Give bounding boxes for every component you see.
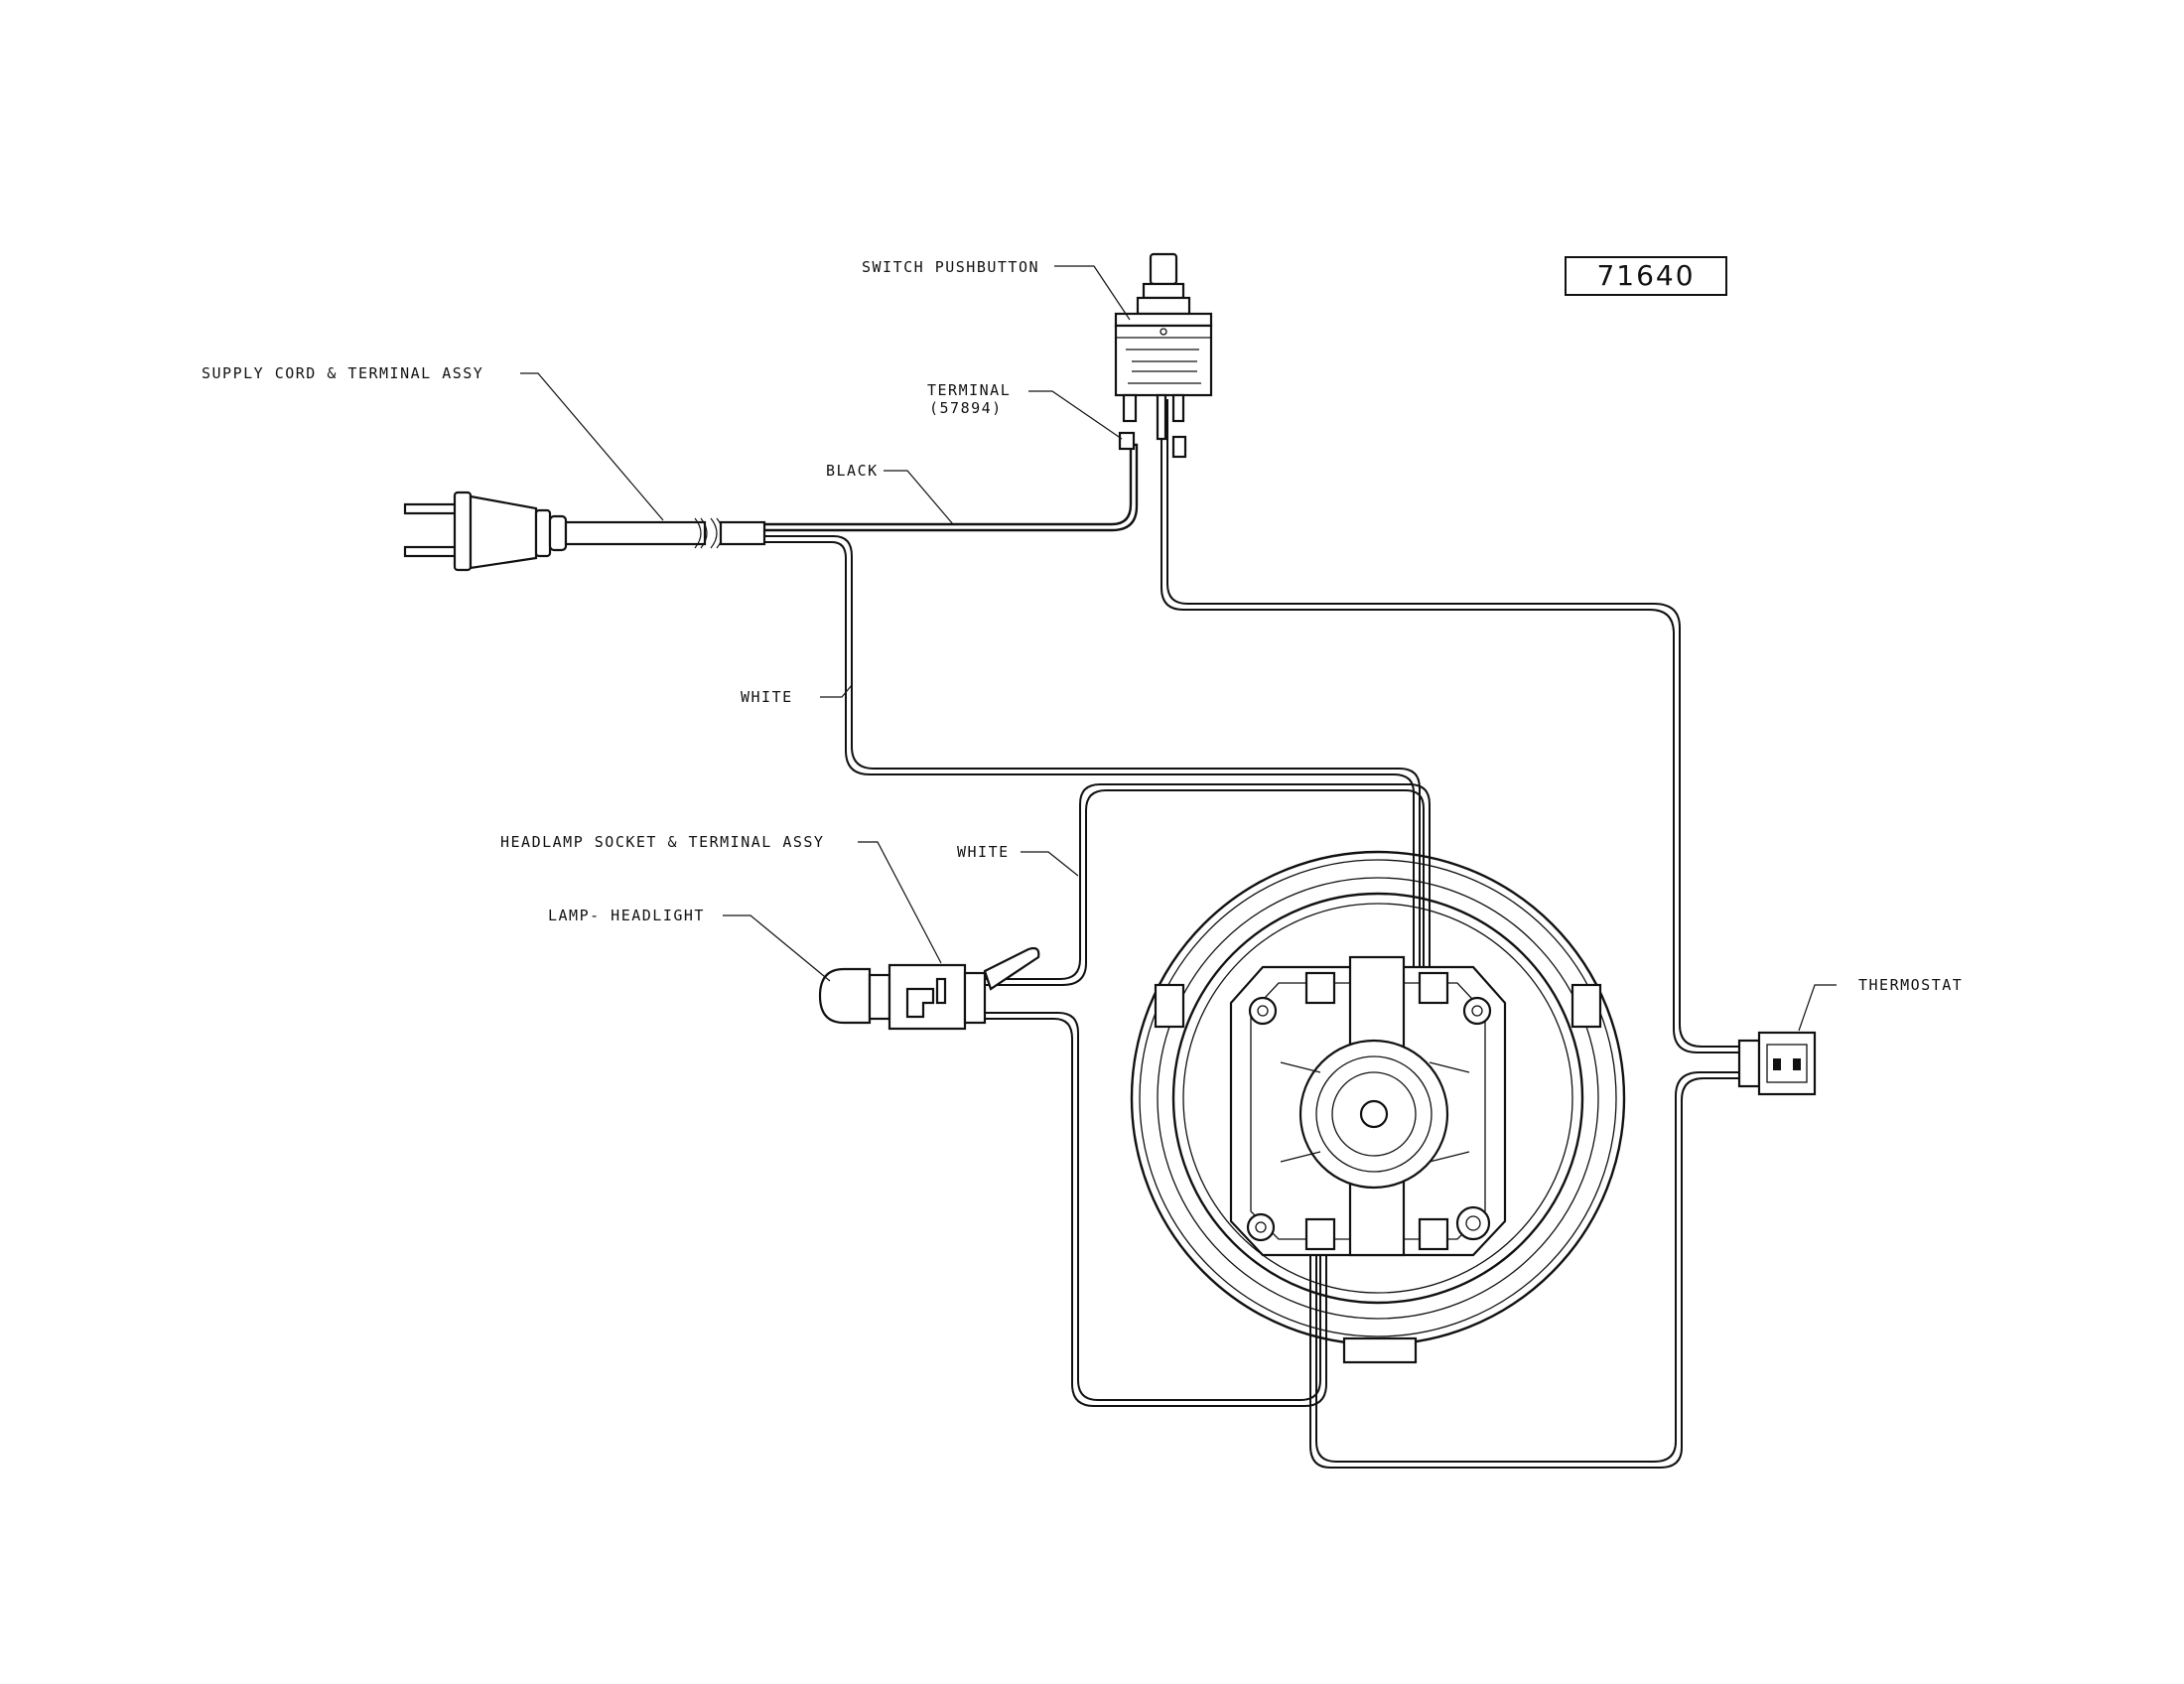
plug-icon: [403, 491, 766, 572]
pushbutton-switch-icon: [1114, 252, 1213, 459]
wire-supply-white: [764, 535, 1421, 973]
wire-headlamp-to-motor: [983, 1012, 1327, 1407]
label-white-wire-2: WHITE: [957, 843, 1010, 861]
wire-thermostat-return: [1309, 1071, 1747, 1469]
motor-assembly-icon: [1130, 850, 1626, 1364]
wire-headlamp-white: [983, 783, 1431, 986]
label-terminal-number: (57894): [929, 399, 1003, 417]
part-number: 71640: [1565, 256, 1727, 296]
leader-lines: [520, 265, 1837, 1032]
label-lamp-headlight: LAMP- HEADLIGHT: [548, 907, 705, 924]
label-black-wire: BLACK: [826, 462, 879, 480]
label-supply-cord: SUPPLY CORD & TERMINAL ASSY: [202, 364, 484, 382]
label-switch-pushbutton: SWITCH PUSHBUTTON: [862, 258, 1040, 276]
label-white-wire-1: WHITE: [741, 688, 793, 706]
headlamp-bulb-icon: [818, 946, 1040, 1031]
label-headlamp-socket: HEADLAMP SOCKET & TERMINAL ASSY: [500, 833, 825, 851]
label-thermostat: THERMOSTAT: [1858, 976, 1964, 994]
label-terminal: TERMINAL: [927, 381, 1012, 399]
thermostat-icon: [1737, 1031, 1817, 1096]
wire-black: [764, 443, 1139, 532]
wire-switch-to-thermostat: [1160, 399, 1747, 1053]
